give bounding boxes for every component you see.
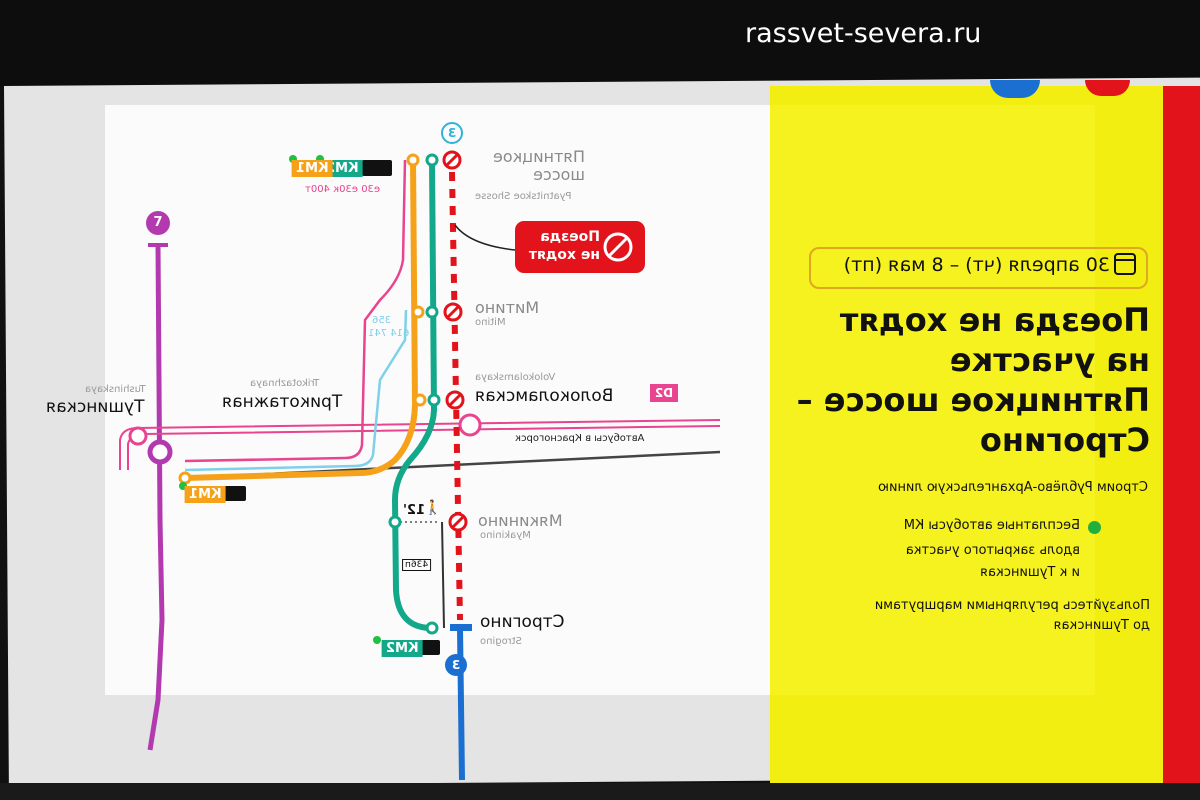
bottom-bar xyxy=(0,783,1200,800)
stop xyxy=(413,393,427,407)
tushinskaya-station xyxy=(147,439,173,465)
station-volokolamskaya-en: Volokolamskaya xyxy=(475,372,556,383)
stop xyxy=(427,393,441,407)
red-circle-icon xyxy=(1085,80,1130,96)
callout-text: Поезда не ходят xyxy=(528,229,600,263)
callout-pointer xyxy=(454,224,516,251)
no-entry-icon xyxy=(448,512,468,532)
line-3-bottom-badge: 3 xyxy=(445,654,467,676)
krasnogorsk-label: Автобусы в Красногорск xyxy=(515,433,645,444)
panel-highlight xyxy=(770,105,1095,695)
line-3 xyxy=(457,627,465,781)
stop xyxy=(425,621,439,635)
bus-icon xyxy=(362,160,392,176)
bus-icon xyxy=(418,640,440,655)
stops xyxy=(147,153,441,635)
pink-bus-line xyxy=(184,159,407,463)
stop xyxy=(178,471,192,485)
station-tushinskaya-en: Tushinskaya xyxy=(85,384,146,395)
note-free-bus-3: и к Тушинская xyxy=(980,565,1080,580)
d2-badge: D2 xyxy=(650,384,678,402)
station-volokolamskaya: Волоколамская xyxy=(475,386,614,406)
note-free-bus-1: Бесплатные автобусы КМ xyxy=(903,518,1080,533)
note-regular-2: до Тушинская xyxy=(1053,618,1150,633)
blue-circle-icon xyxy=(990,80,1040,98)
site-watermark: rassvet-severa.ru xyxy=(745,18,982,49)
stop xyxy=(411,305,425,319)
stop xyxy=(388,515,402,529)
no-entry-icon xyxy=(442,150,462,170)
line-7-badge: 7 xyxy=(146,211,170,235)
station-mitino-en: Mitino xyxy=(475,317,506,328)
station-mitino: Митино xyxy=(475,298,540,317)
no-entry-icon xyxy=(445,390,465,410)
bus-icon xyxy=(222,486,246,501)
station-trikotazhnaya-en: Trikotazhnaya xyxy=(250,378,320,389)
orange-km1-line xyxy=(184,159,419,481)
tushino-d2-station xyxy=(128,426,148,446)
station-myakinino: Мякинино xyxy=(478,511,563,530)
red-strip xyxy=(1163,86,1200,786)
stop xyxy=(406,153,420,167)
stop xyxy=(425,153,439,167)
headline-3: Пятницкое шоссе – xyxy=(796,381,1150,419)
bus-routes-mid-1: 356 xyxy=(372,315,392,326)
bus-routes-top: е30 е30к 400т xyxy=(305,184,381,195)
station-trikotazhnaya: Трикотажная xyxy=(222,392,343,412)
bus-routes-mid-2: 614 741 xyxy=(368,328,410,339)
station-strogino: Строгино xyxy=(480,612,565,632)
note-regular-1: Пользуйтесь регулярными маршрутами xyxy=(874,598,1150,613)
headline-4: Строгино xyxy=(979,421,1150,459)
line-7 xyxy=(147,244,165,751)
date-box xyxy=(809,247,1148,289)
headline-1: Поезда не ходят xyxy=(839,301,1150,339)
light-blue-bus-line xyxy=(184,309,408,472)
station-strogino-en: Strogino xyxy=(480,636,522,647)
calendar-icon xyxy=(1114,253,1136,275)
ya-icon xyxy=(1088,521,1101,534)
walk-icon: 🚶 xyxy=(424,500,442,516)
km2-badge-bottom: КМ2 xyxy=(382,640,423,657)
note-construction: Строим Рублёво-Архангельскую линию xyxy=(878,480,1148,495)
bus-icons xyxy=(222,160,440,655)
green-km2-line xyxy=(391,159,438,631)
walk-time: 12' xyxy=(403,503,426,518)
headline-2: на участке xyxy=(949,341,1150,379)
station-pyatnitskoe: Пятницкое шоссе xyxy=(492,147,585,184)
station-pyatnitskoe-en: Pyatnitskoe Shosse xyxy=(475,191,572,202)
note-free-bus-2: вдоль закрытого участка xyxy=(905,543,1080,558)
date-range: 30 апреля (чт) – 8 мая (пт) xyxy=(843,254,1110,276)
km1-badge-bottom: КМ1 xyxy=(185,486,226,503)
closed-station-icons xyxy=(442,150,468,532)
no-entry-icon xyxy=(443,302,463,322)
no-entry-icon xyxy=(603,232,633,262)
bus-436-line xyxy=(441,521,445,629)
station-myakinino-en: Myakinino xyxy=(480,530,531,541)
line-3-end xyxy=(450,624,472,631)
stop xyxy=(425,305,439,319)
top-bar xyxy=(0,0,1200,86)
station-tushinskaya: Тушинская xyxy=(46,397,145,417)
bus-436-label: 436п xyxy=(402,559,432,571)
km1-badge: КМ1 xyxy=(292,160,333,177)
line-3-top-badge: 3 xyxy=(441,122,463,144)
volokolamskaya-d2-station xyxy=(458,413,482,437)
